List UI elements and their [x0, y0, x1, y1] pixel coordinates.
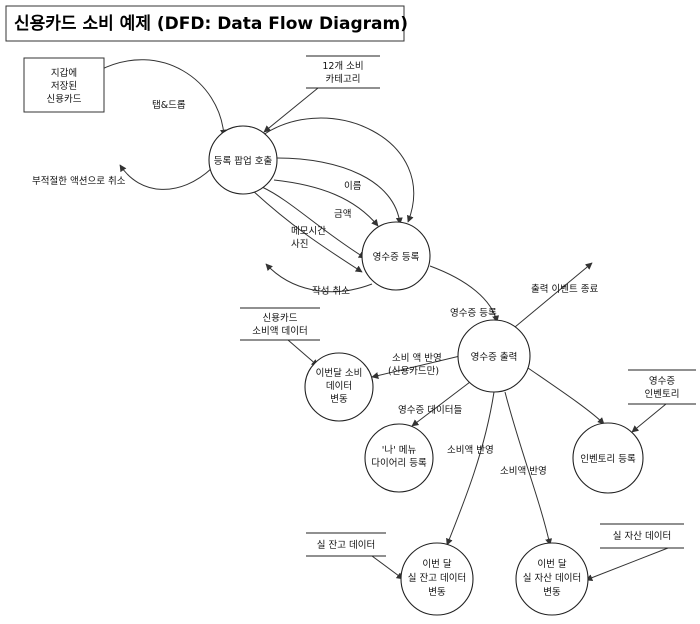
- process-receipt-output: 영수증 출력: [457, 319, 531, 393]
- label-receipt-register: 영수증 등록: [450, 308, 497, 319]
- svg-text:신용카드: 신용카드: [263, 313, 298, 324]
- diagram-title: 신용카드 소비 예제 (DFD: Data Flow Diagram): [14, 14, 408, 34]
- process-balance-change: 이번 달 실 잔고 데이터 변동: [400, 542, 474, 616]
- label-reflect-spending-2: 소비액 반영: [500, 465, 547, 477]
- svg-text:이번 달: 이번 달: [422, 558, 451, 570]
- svg-text:등록 팝업 호출: 등록 팝업 호출: [214, 155, 273, 167]
- process-receipt-register: 영수증 등록: [361, 221, 431, 291]
- svg-text:카테고리: 카테고리: [326, 74, 361, 85]
- flow-output-event-end: [514, 262, 593, 328]
- svg-text:다이어리 등록: 다이어리 등록: [371, 458, 427, 469]
- process-register-popup: 등록 팝업 호출: [208, 125, 278, 195]
- svg-text:이번달 소비: 이번달 소비: [316, 367, 363, 379]
- diagram-title-box: 신용카드 소비 예제 (DFD: Data Flow Diagram): [5, 5, 408, 42]
- svg-text:영수증 등록: 영수증 등록: [373, 252, 420, 263]
- flow-cancel-write: [265, 263, 373, 293]
- svg-text:소비액 데이터: 소비액 데이터: [252, 325, 307, 337]
- flow-reflect-amount: [371, 355, 461, 379]
- flow-photo: [251, 189, 363, 273]
- svg-text:'나' 메뉴: '나' 메뉴: [382, 445, 417, 456]
- flow-amount: [273, 179, 379, 227]
- label-cancel-inappropriate: 부적절한 액션으로 취소: [32, 175, 126, 187]
- flow-memo: [261, 186, 366, 259]
- label-reflect-amount: 소비 액 반영: [392, 352, 442, 364]
- flow-cancel-inappropriate: [119, 164, 213, 190]
- flow-actual-assets: [585, 547, 669, 581]
- svg-text:영수증: 영수증: [649, 376, 675, 387]
- svg-text:실 잔고 데이터: 실 잔고 데이터: [317, 540, 375, 551]
- flow-receipt-register: [429, 265, 500, 323]
- label-drag-drop: 탭&드롭: [152, 99, 186, 111]
- svg-text:인벤토리: 인벤토리: [645, 389, 680, 400]
- label-reflect-spending-1: 소비액 반영: [447, 444, 494, 456]
- svg-text:실 자산 데이터: 실 자산 데이터: [613, 531, 671, 542]
- flow-big-arc: [262, 117, 415, 223]
- store-actual-balance: 실 잔고 데이터: [306, 532, 386, 557]
- flow-actual-balance: [371, 555, 404, 580]
- entity-wallet: 지갑에 저장된 신용카드: [23, 57, 105, 113]
- flow-categories: [263, 87, 319, 133]
- svg-text:저장된: 저장된: [51, 80, 77, 92]
- svg-text:변동: 변동: [543, 587, 561, 598]
- label-reflect-amount-cc: (신용카드만): [388, 366, 439, 377]
- process-my-menu: '나' 메뉴 다이어리 등록: [364, 423, 434, 493]
- process-assets-change: 이번 달 실 자산 데이터 변동: [515, 542, 589, 616]
- svg-text:지갑에: 지갑에: [51, 67, 77, 79]
- flow-cc-spending: [287, 339, 319, 367]
- store-cc-spending: 신용카드 소비액 데이터: [240, 307, 320, 341]
- svg-text:데이터: 데이터: [326, 381, 352, 392]
- svg-text:실 자산 데이터: 실 자산 데이터: [523, 573, 581, 584]
- flow-inventory: [527, 367, 605, 425]
- svg-text:변동: 변동: [428, 587, 446, 598]
- store-actual-assets: 실 자산 데이터: [600, 523, 684, 549]
- label-photo: 사진: [291, 239, 308, 250]
- svg-text:인벤토리 등록: 인벤토리 등록: [580, 454, 636, 465]
- label-amount: 금액: [334, 208, 351, 220]
- flow-reflect-spending-2: [504, 391, 553, 546]
- process-inventory-register: 인벤토리 등록: [572, 422, 644, 494]
- svg-text:12개 소비: 12개 소비: [322, 61, 363, 72]
- flow-drag-drop: [99, 59, 228, 137]
- svg-text:변동: 변동: [330, 394, 348, 405]
- label-name: 이름: [344, 181, 362, 192]
- flow-receipt-data: [411, 381, 471, 427]
- process-monthly-spending: 이번달 소비 데이터 변동: [304, 352, 374, 422]
- flow-receipt-inventory: [631, 403, 667, 433]
- svg-text:신용카드: 신용카드: [47, 94, 82, 105]
- svg-text:영수증 출력: 영수증 출력: [471, 351, 518, 363]
- svg-text:이번 달: 이번 달: [537, 558, 566, 570]
- svg-text:실 잔고 데이터: 실 잔고 데이터: [408, 573, 466, 584]
- label-receipt-data: 영수증 데이터들: [398, 405, 462, 416]
- store-categories: 12개 소비 카테고리: [306, 55, 380, 89]
- store-receipt-inventory: 영수증 인벤토리: [628, 369, 696, 405]
- flow-name: [276, 157, 403, 225]
- label-cancel-write: 작성 취소: [312, 286, 350, 297]
- flow-reflect-spending-1: [446, 391, 495, 546]
- label-memo-time: 메모시간: [291, 226, 326, 237]
- label-output-event-end: 출력 이벤트 종료: [531, 283, 598, 295]
